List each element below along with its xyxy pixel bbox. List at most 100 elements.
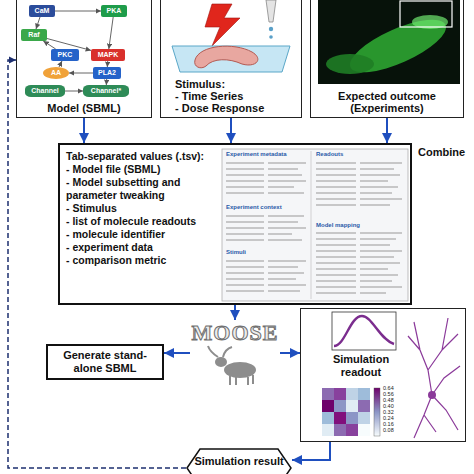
- heatmap-cell: [334, 424, 346, 436]
- molecule-box: AA: [43, 67, 69, 79]
- molecule-name: MAPK: [98, 51, 119, 59]
- outcome-box: Expected outcome (Experiments): [310, 0, 464, 118]
- lightning-bolt: [205, 4, 240, 46]
- reaction-arrow: [36, 17, 40, 29]
- sheet-heading: Experiment metadata: [226, 151, 287, 158]
- stimulus-text: Stimulus:: [175, 78, 264, 90]
- tsv-field: - Model subsetting and parameter tweakin…: [66, 176, 226, 202]
- sheet-heading: Model mapping: [316, 222, 360, 229]
- heatmap-cell: [358, 400, 370, 412]
- heatmap-cell: [358, 388, 370, 400]
- drop: [269, 35, 273, 39]
- microscopy-image: [318, 0, 460, 84]
- stimulus-text: - Time Series: [175, 90, 264, 102]
- heatmap-cell: [334, 412, 346, 424]
- box-title: Simulation readout: [317, 353, 405, 379]
- heatmap-cell: [346, 388, 358, 400]
- moose-antlers-legs: [208, 346, 253, 385]
- text-group: AA: [43, 67, 69, 79]
- colorbar-tick: 0.40: [383, 403, 394, 409]
- drop: [269, 27, 273, 31]
- molecule-name: PKC: [58, 51, 73, 59]
- tsv-field: - comparison metric: [66, 254, 226, 267]
- tsv-field: - list of molecule readouts: [66, 215, 226, 228]
- tsv-field: Tab-separated values (.tsv):: [66, 150, 226, 163]
- molecule-name: Raf: [28, 31, 39, 39]
- flow-arrow: [280, 352, 300, 354]
- text-group: Model (SBML): [17, 102, 151, 114]
- tsv-screenshot: [222, 149, 408, 301]
- reaction-arrow: [69, 73, 93, 74]
- text-group: PKC: [51, 49, 79, 61]
- readout-curve: [334, 316, 394, 346]
- side-label: Combine: [418, 146, 465, 158]
- heatmap-cell: [322, 400, 334, 412]
- heatmap-cell: [346, 424, 358, 436]
- stimulus-box: Stimulus:- Time Series- Dose Response: [160, 0, 302, 118]
- colorbar-tick: 0.48: [383, 397, 394, 403]
- text-group: Expected outcome (Experiments): [311, 90, 463, 114]
- molecule-box: Channel*: [83, 85, 129, 97]
- tsv-field: - experiment data: [66, 241, 226, 254]
- molecule-name: CaM: [35, 7, 50, 15]
- sheet-heading: Readouts: [316, 151, 343, 158]
- text-group: Simulation result: [186, 455, 292, 468]
- moose-body: [224, 362, 256, 378]
- box-title: Simulation result: [186, 455, 292, 468]
- process-box: Generate stand-alone SBML: [46, 344, 164, 380]
- molecule-name: PLA2: [98, 69, 116, 77]
- text-group: Tab-separated values (.tsv):- Model file…: [66, 150, 226, 267]
- colorbar-tick: 0.16: [383, 421, 394, 427]
- brain-slice: [195, 46, 258, 68]
- text-group: PLA2: [93, 67, 121, 79]
- molecule-box: PKC: [51, 49, 79, 61]
- text-group: Generate stand-alone SBML: [48, 346, 162, 378]
- heatmap-cell: [358, 412, 370, 424]
- heatmap-cell: [358, 424, 370, 436]
- flow-arrow: [386, 118, 388, 143]
- sheet-heading: Stimuli: [226, 249, 246, 256]
- flow-arrow: [292, 442, 330, 460]
- text-group: Stimulus:- Time Series- Dose Response: [175, 78, 264, 114]
- text-group: MAPK: [91, 49, 125, 61]
- text-group: Raf: [21, 29, 47, 41]
- box-title: Model (SBML): [17, 102, 151, 114]
- molecule-box: CaM: [29, 5, 55, 17]
- text-group: PKA: [101, 5, 127, 17]
- pipette: [266, 0, 276, 22]
- heatmap-cell: [322, 388, 334, 400]
- text-group: Simulation readout: [317, 353, 405, 379]
- table-rows: [316, 163, 402, 293]
- tsv-field: - molecule identifier: [66, 228, 226, 241]
- heatmap-cell: [346, 412, 358, 424]
- molecule-name: PKA: [107, 7, 122, 15]
- heatmap-cell: [322, 412, 334, 424]
- molecule-box: PLA2: [93, 67, 121, 79]
- flow-arrow: [234, 305, 236, 320]
- flow-arrow: [230, 118, 232, 143]
- tsv-field: - Stimulus: [66, 202, 226, 215]
- moose-head: [215, 357, 227, 367]
- reaction-arrow: [109, 17, 113, 49]
- result-hexagon: Simulation result: [186, 448, 292, 474]
- table-rows: [226, 163, 306, 291]
- stimulus-text: - Dose Response: [175, 102, 264, 114]
- heatmap-cell: [334, 400, 346, 412]
- hexagon-shape: [187, 449, 291, 474]
- inset-frame: [400, 1, 452, 27]
- text-group: Channel: [25, 85, 65, 97]
- text-group: MOOSE: [190, 320, 280, 346]
- molecule-name: AA: [51, 69, 61, 77]
- reaction-arrow: [43, 41, 55, 49]
- box-title: Expected outcome (Experiments): [331, 90, 443, 114]
- molecule-name: Channel: [31, 87, 59, 95]
- reaction-arrow: [65, 91, 83, 92]
- text-group: Channel*: [83, 85, 129, 97]
- logo-text: MOOSE: [190, 320, 280, 346]
- neuron-dendrites: [408, 318, 460, 438]
- flow-arrow: [164, 352, 190, 354]
- heatmap-cell: [322, 424, 334, 436]
- colorbar-tick: 0.32: [383, 409, 394, 415]
